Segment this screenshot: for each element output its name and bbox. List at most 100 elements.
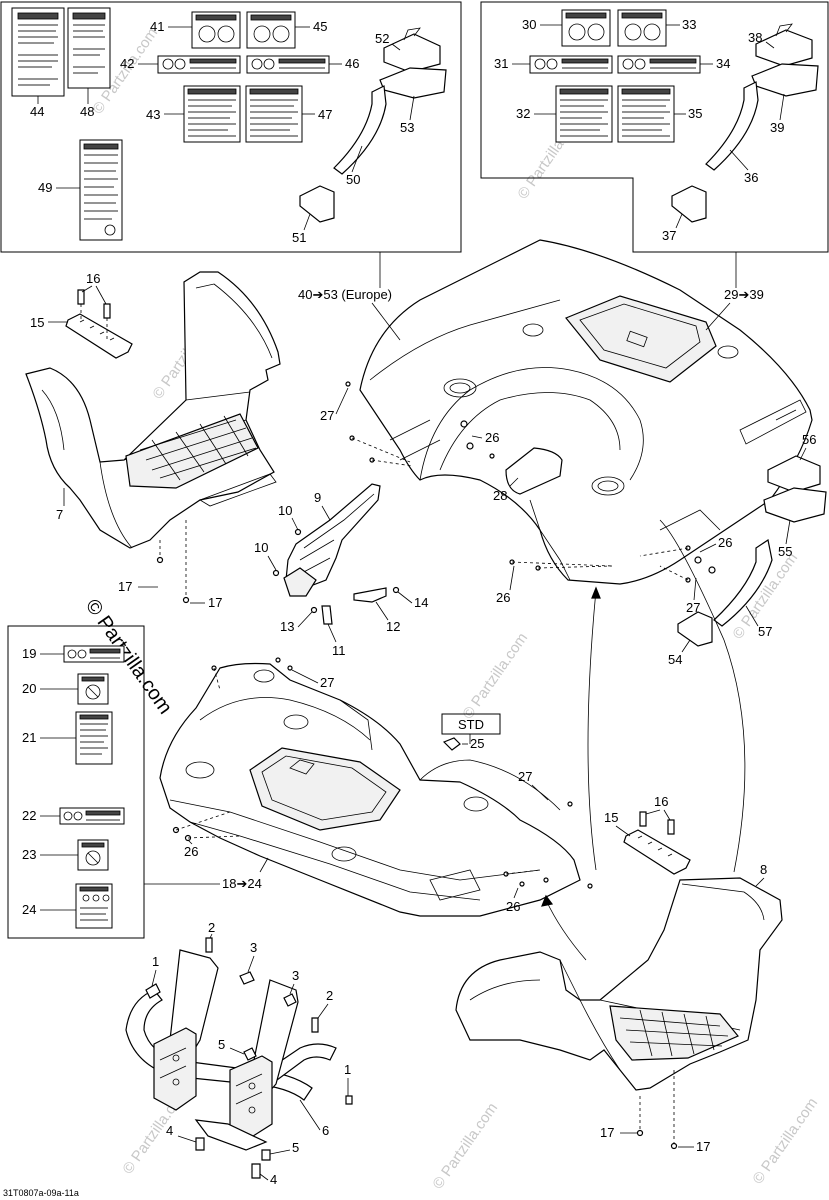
decal-31 (529, 55, 613, 74)
callout-32: 32 (516, 106, 530, 121)
callout-4: 4 (166, 1123, 173, 1138)
std-box: STD (441, 713, 501, 751)
callout-25: 25 (470, 736, 484, 751)
callout-3: 3 (250, 940, 257, 955)
callout-48: 48 (80, 104, 94, 119)
fender-trim-39 (751, 63, 819, 97)
callout-16: 16 (86, 271, 100, 286)
callout-4: 4 (270, 1172, 277, 1187)
us-callouts: 30 33 31 34 32 35 38 39 36 37 (494, 17, 784, 243)
bracket-callouts: 9 10 10 14 12 13 11 (254, 490, 428, 658)
decal-34 (617, 55, 701, 74)
label-front-group: 18➔24 (222, 876, 262, 891)
callout-15: 15 (604, 810, 618, 825)
rear-fender-callouts: 40➔53 (Europe) 29➔39 27 26 28 26 26 27 5… (298, 252, 816, 667)
callout-44: 44 (30, 104, 44, 119)
front-bumper-assembly (125, 937, 353, 1179)
decal-35 (617, 85, 675, 143)
callout-12: 12 (386, 619, 400, 634)
europe-decal-box (0, 1, 462, 253)
front-fender-callouts: 25 27 26 18➔24 27 26 (144, 669, 549, 914)
decal-43 (183, 85, 241, 143)
callout-9: 9 (314, 490, 321, 505)
callout-26: 26 (506, 899, 520, 914)
decal-23 (77, 839, 109, 871)
callout-53: 53 (400, 120, 414, 135)
callout-26: 26 (496, 590, 510, 605)
callout-28: 28 (493, 488, 507, 503)
label-europe-group: 40➔53 (Europe) (298, 287, 392, 302)
decal-20 (77, 673, 109, 705)
watermark: © Partzilla.com (749, 1095, 821, 1188)
left-footrest-7 (25, 271, 281, 604)
bracket-12 (353, 587, 387, 603)
decal-22 (59, 807, 125, 825)
callout-45: 45 (313, 19, 327, 34)
front-decal-box (7, 625, 145, 939)
callout-27: 27 (320, 408, 334, 423)
callout-19: 19 (22, 646, 36, 661)
rear-fender-body (345, 239, 813, 585)
decal-47 (245, 85, 303, 143)
callout-14: 14 (414, 595, 428, 610)
callout-38: 38 (748, 30, 762, 45)
callout-26: 26 (485, 430, 499, 445)
callout-46: 46 (345, 56, 359, 71)
assembly-arrows (541, 519, 746, 961)
callout-13: 13 (280, 619, 294, 634)
callout-8: 8 (760, 862, 767, 877)
label-std: STD (458, 717, 484, 732)
callout-49: 49 (38, 180, 52, 195)
callout-2: 2 (326, 988, 333, 1003)
callout-41: 41 (150, 19, 164, 34)
decal-30 (561, 9, 611, 47)
watermark: © Partzilla.com (429, 1100, 501, 1193)
right-footrest-8 (455, 877, 783, 1150)
callout-6: 6 (322, 1123, 329, 1138)
callout-52: 52 (375, 31, 389, 46)
callout-11: 11 (332, 643, 346, 658)
corner-trim-51 (299, 185, 335, 223)
callout-2: 2 (208, 920, 215, 935)
callout-31: 31 (494, 56, 508, 71)
callout-57: 57 (758, 624, 772, 639)
decal-49 (79, 139, 123, 241)
callout-50: 50 (346, 172, 360, 187)
callout-42: 42 (120, 56, 134, 71)
foot-plate-15 (65, 313, 133, 359)
fender-trim-53 (379, 67, 447, 99)
left-footrest-callouts: 16 15 7 17 17 (30, 271, 222, 610)
europe-callouts: 44 48 41 45 42 46 43 47 49 52 53 50 51 (30, 19, 414, 245)
decal-32 (555, 85, 613, 143)
decal-41 (191, 11, 241, 49)
callout-15: 15 (30, 315, 44, 330)
moulding-50 (333, 85, 387, 175)
bumper-callouts: 2 3 1 3 2 5 1 6 4 5 4 (151, 920, 351, 1187)
callout-17: 17 (208, 595, 222, 610)
callout-10: 10 (278, 503, 292, 518)
bolt-16 (639, 811, 675, 835)
us-decal-box (480, 1, 829, 253)
callout-3: 3 (292, 968, 299, 983)
callout-43: 43 (146, 107, 160, 122)
callout-26: 26 (718, 535, 732, 550)
callout-26: 26 (184, 844, 198, 859)
callout-21: 21 (22, 730, 36, 745)
callout-30: 30 (522, 17, 536, 32)
decal-19 (63, 645, 125, 663)
fender-trim-55 (763, 487, 827, 523)
decal-48 (67, 7, 111, 89)
bolt-16 (77, 289, 111, 340)
callout-54: 54 (668, 652, 682, 667)
callout-10: 10 (254, 540, 268, 555)
moulding-57 (713, 539, 773, 627)
callout-27: 27 (686, 600, 700, 615)
callout-1: 1 (344, 1062, 351, 1077)
decal-33 (617, 9, 667, 47)
callout-55: 55 (778, 544, 792, 559)
callout-51: 51 (292, 230, 306, 245)
callout-27: 27 (518, 769, 532, 784)
bracket-11 (321, 605, 333, 625)
moulding-36 (705, 81, 759, 171)
